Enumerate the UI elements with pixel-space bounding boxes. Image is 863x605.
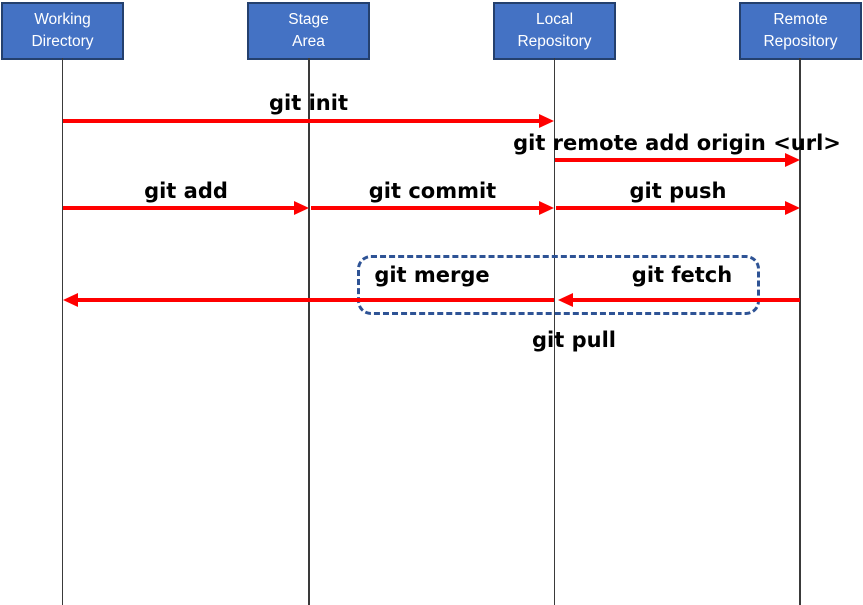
actor-box-remote-repository: Remote Repository bbox=[739, 2, 862, 60]
label-git-fetch: git fetch bbox=[631, 263, 733, 287]
arrow-shaft bbox=[571, 297, 800, 303]
git-pull-group-box bbox=[357, 255, 760, 315]
arrow-shaft bbox=[76, 297, 554, 303]
arrow-git-commit bbox=[311, 201, 554, 215]
label-git-push: git push bbox=[629, 179, 727, 203]
arrowhead-left-icon bbox=[558, 293, 573, 307]
arrow-shaft bbox=[556, 205, 787, 211]
arrowhead-right-icon bbox=[785, 201, 800, 215]
lifeline-remote-repository bbox=[799, 58, 801, 605]
arrow-git-init bbox=[63, 114, 554, 128]
arrow-git-add bbox=[63, 201, 309, 215]
arrowhead-right-icon bbox=[539, 201, 554, 215]
actor-box-working-directory: Working Directory bbox=[1, 2, 124, 60]
arrowhead-right-icon bbox=[294, 201, 309, 215]
arrow-git-merge bbox=[63, 293, 554, 307]
label-git-pull: git pull bbox=[532, 328, 616, 352]
label-git-add: git add bbox=[144, 179, 228, 203]
arrow-shaft bbox=[63, 118, 541, 124]
arrow-shaft bbox=[63, 205, 296, 211]
arrow-git-fetch bbox=[558, 293, 800, 307]
lifeline-stage-area bbox=[308, 58, 310, 605]
label-git-init: git init bbox=[269, 91, 348, 115]
actor-box-local-repository: Local Repository bbox=[493, 2, 616, 60]
lifeline-local-repository bbox=[553, 58, 556, 605]
label-git-commit: git commit bbox=[368, 179, 497, 203]
arrowhead-left-icon bbox=[63, 293, 78, 307]
arrow-git-push bbox=[556, 201, 800, 215]
label-git-remote-add-origin: git remote add origin <url> bbox=[513, 131, 841, 155]
lifeline-working-directory bbox=[61, 58, 64, 605]
label-git-merge: git merge bbox=[374, 263, 490, 287]
arrow-git-remote-add-origin bbox=[555, 153, 800, 167]
arrowhead-right-icon bbox=[539, 114, 554, 128]
arrow-shaft bbox=[311, 205, 541, 211]
actor-box-stage-area: Stage Area bbox=[247, 2, 370, 60]
arrow-shaft bbox=[555, 157, 787, 163]
arrowhead-right-icon bbox=[785, 153, 800, 167]
